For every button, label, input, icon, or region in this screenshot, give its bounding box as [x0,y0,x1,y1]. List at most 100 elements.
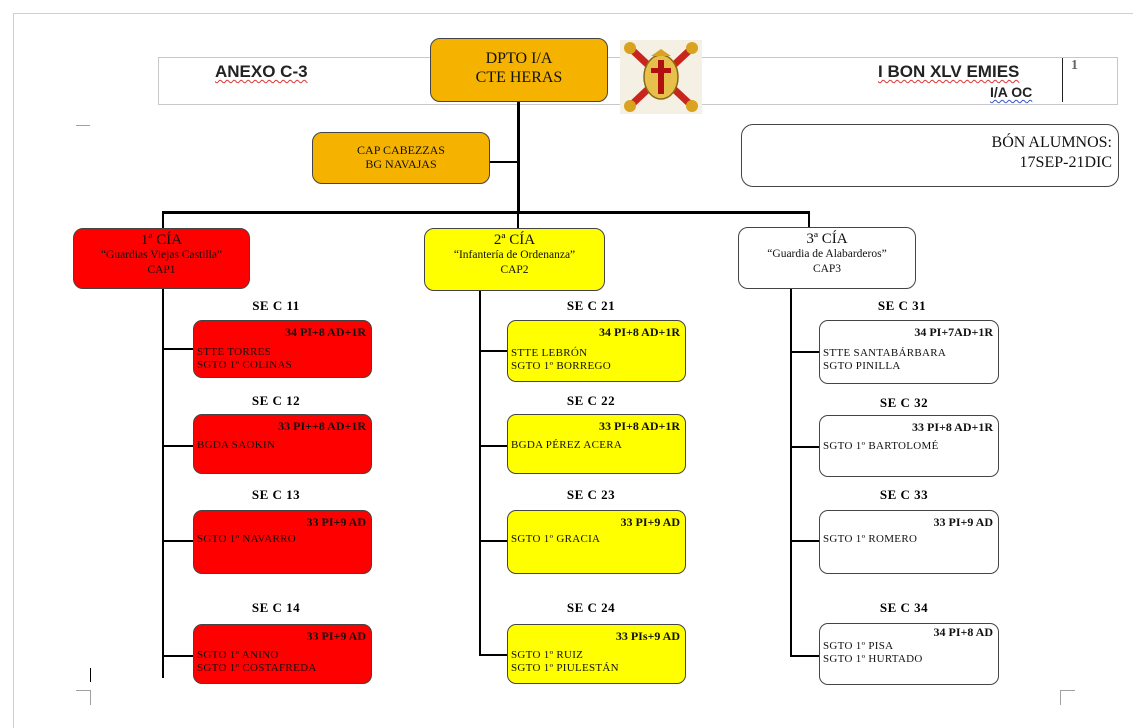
staff-connector [490,161,519,163]
section-name: SGTO 1º PIULESTÁN [511,662,619,674]
branch-22 [479,445,508,447]
company-2-captain: CAP2 [500,264,529,276]
crop-mark-bottom-left [76,690,91,705]
section-name: STTE SANTABÁRBARA [823,347,947,359]
section-label-24: SE C 24 [566,600,616,615]
section-label-14: SE C 14 [251,600,301,615]
section-count-32: 33 PI+8 AD+1R [911,420,993,434]
section-name: STTE LEBRÓN [511,347,588,359]
section-box-22: 33 PI+8 AD+1R BGDA PÉREZ ACERA [507,414,686,474]
coat-of-arms-icon [620,40,702,114]
section-name: SGTO 1º ROMERO [823,533,918,545]
section-count-21: 34 PI+8 AD+1R [598,325,680,339]
section-label-22: SE C 22 [566,393,616,408]
unit-title: I BON XLV EMIES [878,62,1020,81]
section-names-32: SGTO 1º BARTOLOMÉ [823,440,939,453]
annex-title: ANEXO C-3 [215,62,308,81]
section-count-13: 33 PI+9 AD [306,515,366,529]
company-3-captain: CAP3 [812,263,842,275]
section-label-33: SE C 33 [879,487,929,502]
drop-cia1 [162,211,164,228]
section-name: SGTO 1º BARTOLOMÉ [823,440,939,452]
section-box-11: 34 PI+8 AD+1R STTE TORRES SGTO 1º COLINA… [193,320,372,378]
section-count-24: 33 PIs+9 AD [615,629,680,643]
section-label-13: SE C 13 [251,487,301,502]
section-box-13: 33 PI+9 AD SGTO 1º NAVARRO [193,510,372,574]
section-count-23: 33 PI+9 AD [620,515,680,529]
branch-13 [162,540,194,542]
section-name: SGTO 1º COSTAFREDA [197,662,317,674]
branch-11 [162,348,194,350]
staff-line1: CAP CABEZZAS [357,143,445,157]
company-1-title: 1ª CÍA [140,232,183,248]
branch-24 [479,654,508,656]
company-1-captain: CAP1 [147,264,176,276]
section-label-11: SE C 11 [252,298,300,313]
department-line2: CTE HERAS [475,69,563,86]
company-3-box: 3ª CÍA “Guardia de Alabarderos” CAP3 [738,227,916,289]
branch-23 [479,540,508,542]
trunk-line [517,102,520,212]
section-name: SGTO 1º NAVARRO [197,533,296,545]
info-line1: BÓN ALUMNOS: [991,134,1112,151]
company-2-title: 2ª CÍA [493,232,536,248]
section-names-11: STTE TORRES SGTO 1º COLINAS [197,346,292,372]
section-names-34: SGTO 1º PISA SGTO 1º HURTADO [823,640,923,666]
section-box-33: 33 PI+9 AD SGTO 1º ROMERO [819,510,999,574]
section-names-14: SGTO 1º ANINO SGTO 1º COSTAFREDA [197,649,317,675]
drop-cia2 [517,211,519,228]
section-box-21: 34 PI+8 AD+1R STTE LEBRÓN SGTO 1º BORREG… [507,320,686,382]
section-names-33: SGTO 1º ROMERO [823,533,917,546]
branch-32 [790,446,820,448]
company-3-subtitle: “Guardia de Alabarderos” [767,248,887,260]
branch-12 [162,445,194,447]
section-count-33: 33 PI+9 AD [933,515,993,529]
section-label-23: SE C 23 [566,487,616,502]
section-names-22: BGDA PÉREZ ACERA [511,439,622,452]
section-label-31: SE C 31 [877,298,927,313]
branch-33 [790,540,820,542]
info-box: BÓN ALUMNOS: 17SEP-21DIC [741,124,1119,187]
section-label-21: SE C 21 [566,298,616,313]
company-2-box: 2ª CÍA “Infantería de Ordenanza” CAP2 [424,228,605,291]
section-count-22: 33 PI+8 AD+1R [598,419,680,433]
section-label-32: SE C 32 [879,395,929,410]
staff-box: CAP CABEZZAS BG NAVAJAS [312,132,490,184]
section-box-12: 33 PI++8 AD+1R BGDA SAOKIN [193,414,372,474]
section-label-34: SE C 34 [879,600,929,615]
section-box-34: 34 PI+8 AD SGTO 1º PISA SGTO 1º HURTADO [819,623,999,685]
section-box-14: 33 PI+9 AD SGTO 1º ANINO SGTO 1º COSTAFR… [193,624,372,684]
spine-cia3 [790,288,792,657]
section-label-12: SE C 12 [251,393,301,408]
department-box: DPTO I/A CTE HERAS [430,38,608,102]
section-box-31: 34 PI+7AD+1R STTE SANTABÁRBARA SGTO PINI… [819,320,999,384]
section-name: SGTO 1º GRACIA [511,533,601,545]
crop-mark-top-left [76,111,90,126]
section-count-14: 33 PI+9 AD [306,629,366,643]
section-count-31: 34 PI+7AD+1R [914,325,993,339]
section-names-31: STTE SANTABÁRBARA SGTO PINILLA [823,347,946,373]
text-cursor [90,668,91,682]
section-names-21: STTE LEBRÓN SGTO 1º BORREGO [511,347,611,373]
staff-line2: BG NAVAJAS [365,157,437,171]
branch-21 [479,350,508,352]
spine-cia2 [479,291,481,655]
section-name: SGTO 1º RUIZ [511,649,584,661]
section-name: BGDA SAOKIN [197,439,276,451]
company-bus-line [162,211,810,214]
crop-mark-bottom-right [1060,690,1075,705]
section-names-13: SGTO 1º NAVARRO [197,533,296,546]
section-names-24: SGTO 1º RUIZ SGTO 1º PIULESTÁN [511,649,619,675]
info-line2: 17SEP-21DIC [1019,154,1112,171]
drop-cia3 [808,211,810,228]
section-count-11: 34 PI+8 AD+1R [284,325,366,339]
section-box-24: 33 PIs+9 AD SGTO 1º RUIZ SGTO 1º PIULEST… [507,624,686,684]
section-name: SGTO 1º HURTADO [823,653,923,665]
company-3-title: 3ª CÍA [806,231,848,247]
section-names-23: SGTO 1º GRACIA [511,533,600,546]
company-1-box: 1ª CÍA “Guardias Viejas Castilla” CAP1 [73,228,250,289]
section-name: SGTO 1º BORREGO [511,360,611,372]
branch-34 [790,655,820,657]
section-names-12: BGDA SAOKIN [197,439,275,452]
section-box-23: 33 PI+9 AD SGTO 1º GRACIA [507,510,686,574]
